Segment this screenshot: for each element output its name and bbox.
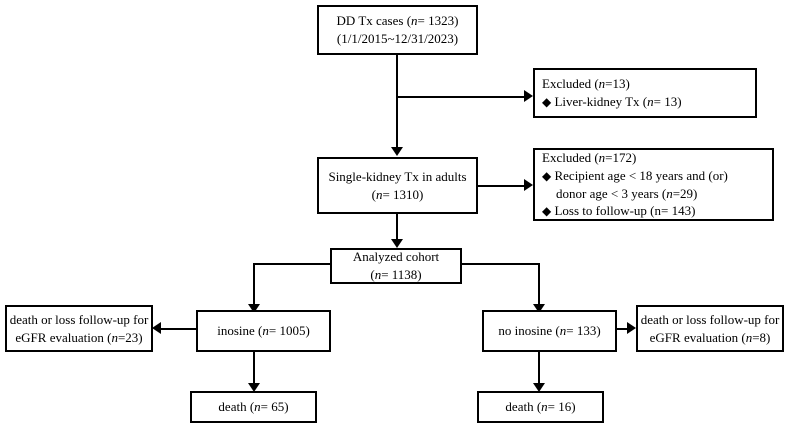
node-excluded-172: Excluded (n=172) ◆ Recipient age < 18 ye…: [533, 148, 774, 221]
node-analyzed-cohort-line1: Analyzed cohort: [352, 249, 440, 265]
connector-inosine-to-death: [253, 352, 255, 388]
arrowhead-excluded13: [524, 90, 533, 102]
node-excluded-13-line2: ◆ Liver-kidney Tx (n= 13): [542, 94, 682, 109]
node-single-kidney-tx: Single-kidney Tx in adults (n= 1310): [317, 157, 478, 214]
connector-noinosine-to-death: [538, 352, 540, 388]
node-dd-tx-cases: DD Tx cases (n= 1323) (1/1/2015~12/31/20…: [317, 5, 478, 55]
node-egfr-excluded-no-inosine: death or loss follow-up for eGFR evaluat…: [636, 305, 784, 352]
arrowhead-inosine: [248, 304, 260, 313]
node-dd-tx-cases-line1: DD Tx cases (n= 1323): [336, 13, 459, 29]
node-excluded-13: Excluded (n=13) ◆ Liver-kidney Tx (n= 13…: [533, 68, 757, 118]
node-excluded-172-line3: donor age < 3 years (n=29): [556, 185, 698, 201]
connector-ddtx-to-excluded13: [396, 96, 528, 98]
node-death-no-inosine: death (n= 16): [477, 391, 604, 423]
connector-ddtx-to-singlekidney: [396, 55, 398, 148]
arrowhead-death-right: [533, 383, 545, 392]
node-excluded-172-line2: ◆ Recipient age < 18 years and (or): [542, 167, 728, 183]
node-egfr-excluded-inosine: death or loss follow-up for eGFR evaluat…: [5, 305, 153, 352]
connector-inosine-to-egfr-left: [158, 328, 200, 330]
node-no-inosine: no inosine (n= 133): [482, 310, 617, 352]
node-single-kidney-tx-line2: (n= 1310): [371, 186, 424, 202]
diamond-bullet-icon: ◆: [542, 168, 552, 183]
arrowhead-excluded172: [524, 179, 533, 191]
node-death-no-inosine-line1: death (n= 16): [505, 399, 576, 415]
arrowhead-death-left: [248, 383, 260, 392]
node-excluded-172-line1: Excluded (n=172): [542, 150, 637, 166]
node-single-kidney-tx-line1: Single-kidney Tx in adults: [328, 168, 467, 184]
node-excluded-13-line1: Excluded (n=13): [542, 76, 630, 92]
node-dd-tx-cases-line2: (1/1/2015~12/31/2023): [336, 31, 459, 46]
connector-singlekidney-to-cohort: [396, 214, 398, 241]
node-no-inosine-line1: no inosine (n= 133): [498, 323, 601, 339]
node-excluded-172-line4: ◆ Loss to follow-up (n= 143): [542, 203, 696, 219]
diamond-bullet-icon: ◆: [542, 95, 552, 109]
arrowhead-egfr-right: [627, 322, 636, 334]
node-egfr-excluded-inosine-line2: eGFR evaluation (n=23): [15, 329, 143, 345]
node-death-inosine: death (n= 65): [190, 391, 317, 423]
diamond-bullet-icon: ◆: [542, 204, 552, 219]
connector-cohort-right-vertical: [538, 263, 540, 310]
arrowhead-cohort: [391, 239, 403, 248]
node-egfr-excluded-no-inosine-line1: death or loss follow-up for: [640, 311, 780, 327]
connector-cohort-left-vertical: [253, 263, 255, 310]
arrowhead-egfr-left: [152, 322, 161, 334]
node-analyzed-cohort: Analyzed cohort (n= 1138): [330, 248, 462, 284]
node-egfr-excluded-inosine-line1: death or loss follow-up for: [9, 311, 149, 327]
arrowhead-no-inosine: [533, 304, 545, 313]
connector-cohort-left-horizontal: [253, 263, 331, 265]
connector-cohort-right-horizontal: [461, 263, 540, 265]
connector-singlekidney-to-excluded172: [478, 185, 528, 187]
node-inosine-line1: inosine (n= 1005): [217, 323, 310, 339]
node-inosine: inosine (n= 1005): [196, 310, 331, 352]
node-egfr-excluded-no-inosine-line2: eGFR evaluation (n=8): [649, 329, 771, 345]
node-analyzed-cohort-line2: (n= 1138): [370, 267, 422, 282]
node-death-inosine-line1: death (n= 65): [218, 399, 289, 415]
arrowhead-singlekidney: [391, 147, 403, 156]
